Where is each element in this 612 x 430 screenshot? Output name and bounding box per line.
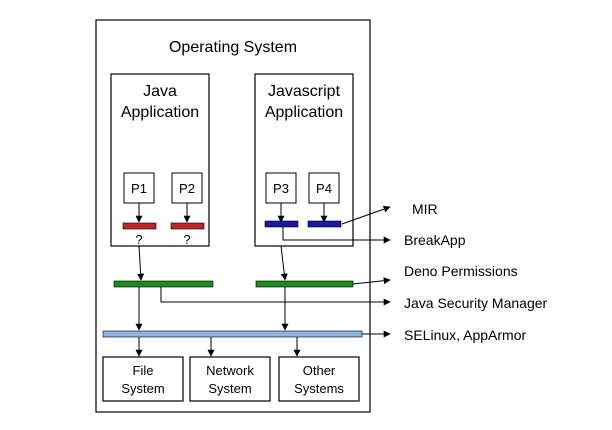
- other-systems-label-line2: Systems: [294, 381, 344, 396]
- process-label-p3: P3: [273, 181, 289, 196]
- process-box-p1: [123, 172, 155, 204]
- process-label-p4: P4: [316, 181, 332, 196]
- mir-bar-p4: [307, 220, 342, 228]
- java-app-label-line1: Java: [143, 83, 177, 100]
- label-breakapp: BreakApp: [404, 232, 466, 248]
- network-system-label-line2: System: [208, 381, 251, 396]
- other-systems-label-line1: Other: [303, 363, 336, 378]
- javascript-app-box: [254, 73, 354, 247]
- file-system-box: [102, 356, 184, 402]
- process-box-p3: [265, 172, 297, 204]
- label-selinux-apparmor: SELinux, AppArmor: [404, 327, 527, 343]
- arrow-java-app-to-bar: [137, 245, 145, 281]
- label-java-security-manager: Java Security Manager: [404, 295, 548, 311]
- connector-java-security-manager: [160, 287, 391, 306]
- java-app-label-line2: Application: [121, 104, 199, 121]
- process-label-p1: P1: [131, 181, 147, 196]
- mir-bar-p3: [264, 220, 299, 228]
- os-title: Operating System: [169, 39, 297, 56]
- connector-deno-permissions: [352, 277, 391, 285]
- unknown-mark-p1: ?: [135, 232, 142, 247]
- arrow-js-app-to-bar: [280, 245, 288, 281]
- java-security-manager-bar: [113, 280, 214, 288]
- connector-mir: [341, 205, 391, 225]
- connector-breakapp: [282, 227, 391, 244]
- javascript-app-label-line1: Javascript: [268, 83, 341, 100]
- deno-permissions-bar: [255, 280, 354, 288]
- label-mir: MIR: [412, 201, 438, 217]
- process-label-p2: P2: [179, 181, 195, 196]
- java-app-box: [110, 73, 210, 247]
- process-bar-p1: [122, 222, 157, 230]
- network-system-box: [189, 356, 271, 402]
- process-bar-p2: [170, 222, 205, 230]
- other-systems-box: [278, 356, 360, 402]
- file-system-label-line2: System: [121, 381, 164, 396]
- label-deno-permissions: Deno Permissions: [404, 263, 518, 279]
- network-system-label-line1: Network: [206, 363, 254, 378]
- selinux-apparmor-bar: [102, 330, 363, 338]
- unknown-mark-p2: ?: [183, 232, 190, 247]
- javascript-app-label-line2: Application: [265, 104, 343, 121]
- file-system-label-line1: File: [133, 363, 154, 378]
